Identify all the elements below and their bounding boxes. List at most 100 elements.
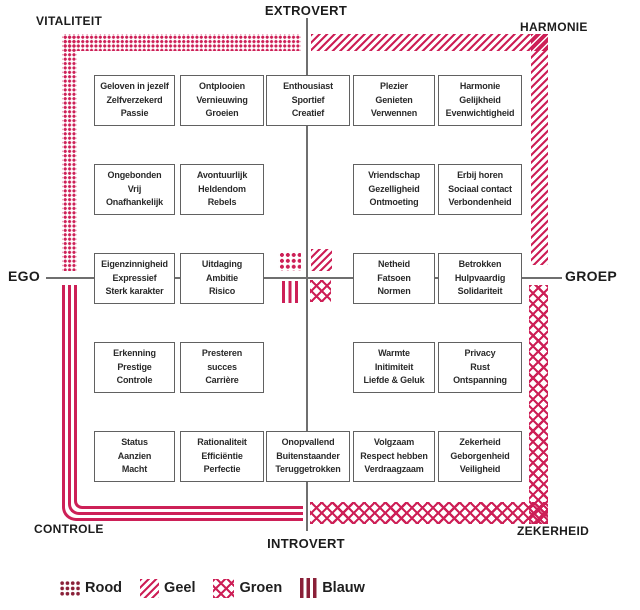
value-box-line: Ambitie <box>206 272 238 283</box>
legend-label: Geel <box>164 580 196 596</box>
legend-item-groen: Groen <box>213 578 282 598</box>
axis-label-extrovert: EXTROVERT <box>264 3 348 18</box>
center-bars-swatch <box>282 281 301 303</box>
value-box-line: Sociaal contact <box>448 183 512 194</box>
legend-label: Rood <box>85 580 123 596</box>
value-box-line: Erkenning <box>113 348 156 359</box>
vitaliteit-dots-border-top <box>62 34 301 51</box>
value-box-line: Eigenzinnigheid <box>101 259 168 270</box>
value-box-line: Solidariteit <box>457 286 503 297</box>
legend-item-geel: Geel <box>140 578 196 598</box>
value-box-line: Volgzaam <box>373 437 415 448</box>
vitaliteit-dots-border-left <box>62 34 77 271</box>
value-box-line: Harmonie <box>459 81 501 92</box>
center-crosshatch-swatch <box>310 280 331 302</box>
value-box-line: Warmte <box>378 348 410 359</box>
value-box-line: Risico <box>208 286 236 297</box>
value-box-line: Vrij <box>127 183 142 194</box>
value-box-line: Onafhankelijk <box>105 197 164 208</box>
value-box-line: Teruggetrokken <box>275 464 341 475</box>
diagonal-pattern-icon <box>140 578 160 598</box>
value-box-line: Ontspanning <box>453 375 507 386</box>
quadrant-label-zekerheid: ZEKERHEID <box>517 524 590 538</box>
vertical-axis-line <box>306 18 308 531</box>
zekerheid-crosshatch-border-right <box>529 285 548 524</box>
value-box-line: Fatsoen <box>377 272 411 283</box>
value-box-line: Plezier <box>380 81 408 92</box>
controle-lines-border-outer <box>62 285 303 521</box>
value-box-line: Geloven in jezelf <box>100 81 169 92</box>
value-box-line: Uitdaging <box>201 259 243 270</box>
center-diagonal-swatch <box>311 249 332 271</box>
value-box-line: Sportief <box>291 94 325 105</box>
value-box-line: Carrière <box>205 375 239 386</box>
value-box-line: succes <box>207 361 237 372</box>
value-box-line: Zekerheid <box>459 437 501 448</box>
value-box-line: Verdraagzaam <box>364 464 424 475</box>
harmonie-diagonal-border-right <box>531 34 548 265</box>
value-box-line: Hulpvaardig <box>454 272 506 283</box>
value-box-line: Buitenstaander <box>276 450 340 461</box>
value-box-line: Genieten <box>375 94 413 105</box>
axis-label-ego: EGO <box>8 268 41 284</box>
value-box-line: Verbondenheid <box>448 197 512 208</box>
value-box-line: Liefde & Geluk <box>363 375 425 386</box>
value-box-line: Vriendschap <box>368 170 420 181</box>
axis-label-groep: GROEP <box>565 268 618 284</box>
value-box-line: Gelijkheid <box>459 94 501 105</box>
value-box-line: Vernieuwing <box>196 94 248 105</box>
value-box-line: Erbij horen <box>457 170 503 181</box>
value-box-line: Normen <box>377 286 411 297</box>
value-box-line: Creatief <box>291 108 325 119</box>
zekerheid-crosshatch-border-bottom <box>310 502 548 524</box>
quadrant-label-harmonie: HARMONIE <box>520 20 588 34</box>
axis-label-introvert: INTROVERT <box>267 536 345 551</box>
value-box-line: Passie <box>120 108 149 119</box>
value-box-line: Betrokken <box>458 259 502 270</box>
value-box-line: Rationaliteit <box>197 437 247 448</box>
dots-pattern-icon <box>59 580 80 596</box>
controle-lines-border-middle <box>68 285 303 515</box>
legend-label: Blauw <box>322 580 365 596</box>
value-box-line: Rebels <box>207 197 237 208</box>
value-box-line: Netheid <box>378 259 410 270</box>
value-box-line: Presteren <box>201 348 243 359</box>
value-box-line: Veiligheid <box>459 464 501 475</box>
value-box-line: Macht <box>121 464 148 475</box>
value-box-line: Groeien <box>205 108 239 119</box>
value-box-line: Expressief <box>112 272 157 283</box>
value-box-line: Gezelligheid <box>368 183 420 194</box>
quadrant-label-controle: CONTROLE <box>34 522 104 536</box>
value-box-line: Aanzien <box>117 450 152 461</box>
legend-item-blauw: Blauw <box>300 578 365 598</box>
value-box-line: Ongebonden <box>107 170 162 181</box>
value-box-line: Prestige <box>117 361 152 372</box>
value-box-line: Verwennen <box>370 108 418 119</box>
value-box-line: Ontplooien <box>199 81 245 92</box>
value-box-line: Status <box>121 437 148 448</box>
value-box-line: Respect hebben <box>360 450 428 461</box>
value-box-line: Privacy <box>464 348 496 359</box>
value-box-line: Enthousiast <box>283 81 333 92</box>
value-box-line: Onopvallend <box>281 437 335 448</box>
